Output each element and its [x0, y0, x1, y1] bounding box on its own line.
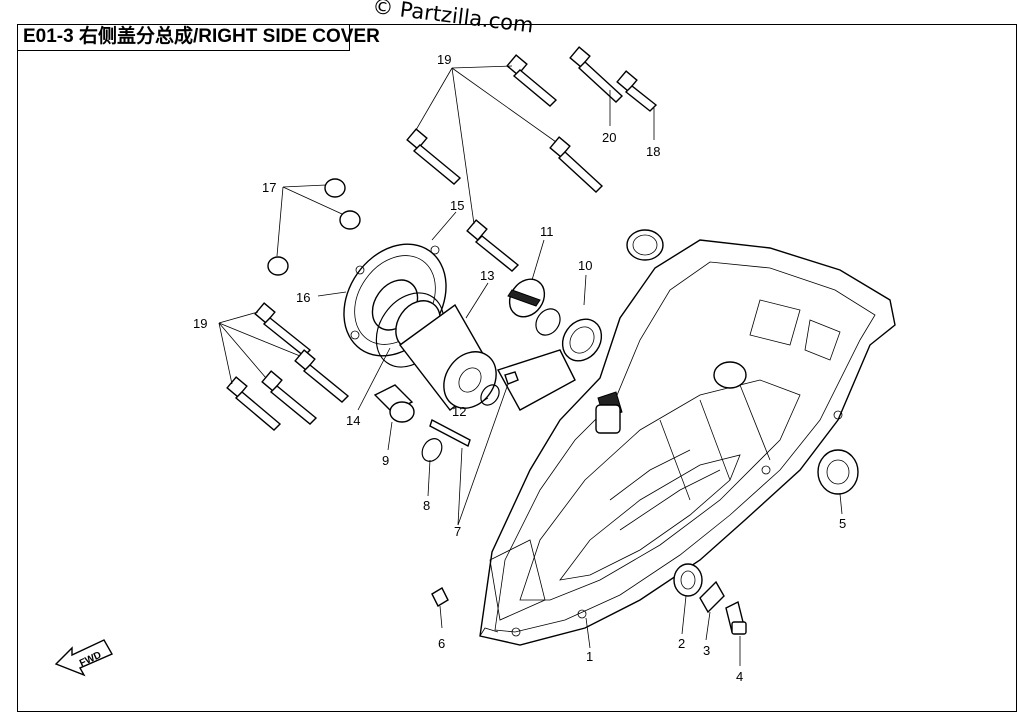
page-title: E01-3 右侧盖分总成/RIGHT SIDE COVER [17, 24, 380, 51]
leader-lines [218, 65, 843, 666]
drain-plug-part-9[interactable] [373, 384, 415, 423]
callout-8[interactable]: 8 [423, 498, 430, 513]
o-ring-part-10[interactable] [531, 304, 565, 340]
forward-direction-arrow: FWD [54, 639, 113, 677]
dowel-pin-part-7[interactable] [429, 371, 519, 448]
oil-seal-part-5[interactable] [817, 449, 859, 495]
dowel-part-6[interactable] [431, 587, 449, 607]
callout-16[interactable]: 16 [296, 290, 310, 305]
bolt-part-20[interactable] [569, 46, 624, 103]
bolt-part-4[interactable] [725, 600, 747, 635]
callout-15[interactable]: 15 [450, 198, 464, 213]
callout-2[interactable]: 2 [678, 636, 685, 651]
callout-6[interactable]: 6 [438, 636, 445, 651]
callout-13[interactable]: 13 [480, 268, 494, 283]
o-ring-part-12[interactable] [477, 381, 503, 408]
diagram-frame [17, 24, 1017, 712]
callout-4[interactable]: 4 [736, 669, 743, 684]
bolt-part-18[interactable] [616, 70, 658, 112]
oil-level-plug-part-11[interactable] [502, 272, 551, 323]
callout-3[interactable]: 3 [703, 643, 710, 658]
bolt-part-19-lower[interactable] [226, 302, 350, 431]
callout-19-lower[interactable]: 19 [193, 316, 207, 331]
callout-labels: 1 2 3 4 5 6 7 8 9 10 11 12 13 14 15 16 1… [193, 52, 846, 684]
cap-nut-part-17[interactable] [267, 178, 361, 276]
callout-9[interactable]: 9 [382, 453, 389, 468]
callout-12[interactable]: 12 [452, 404, 466, 419]
right-side-cover-part-1[interactable] [479, 229, 896, 646]
callout-10[interactable]: 10 [578, 258, 592, 273]
callout-17[interactable]: 17 [262, 180, 276, 195]
callout-20[interactable]: 20 [602, 130, 616, 145]
callout-14[interactable]: 14 [346, 413, 360, 428]
bolt-part-19[interactable] [406, 54, 604, 272]
callout-11[interactable]: 11 [540, 224, 554, 239]
callout-7[interactable]: 7 [454, 524, 461, 539]
shim-part-3[interactable] [699, 580, 725, 614]
washer-part-8[interactable] [418, 435, 446, 465]
callout-18[interactable]: 18 [646, 144, 660, 159]
callout-5[interactable]: 5 [839, 516, 846, 531]
callout-1[interactable]: 1 [586, 649, 593, 664]
callout-19-upper[interactable]: 19 [437, 52, 451, 67]
oil-filter-part-13[interactable] [387, 292, 507, 418]
collar-part-2[interactable] [673, 563, 703, 597]
seal-ring-in-cover [561, 318, 603, 362]
